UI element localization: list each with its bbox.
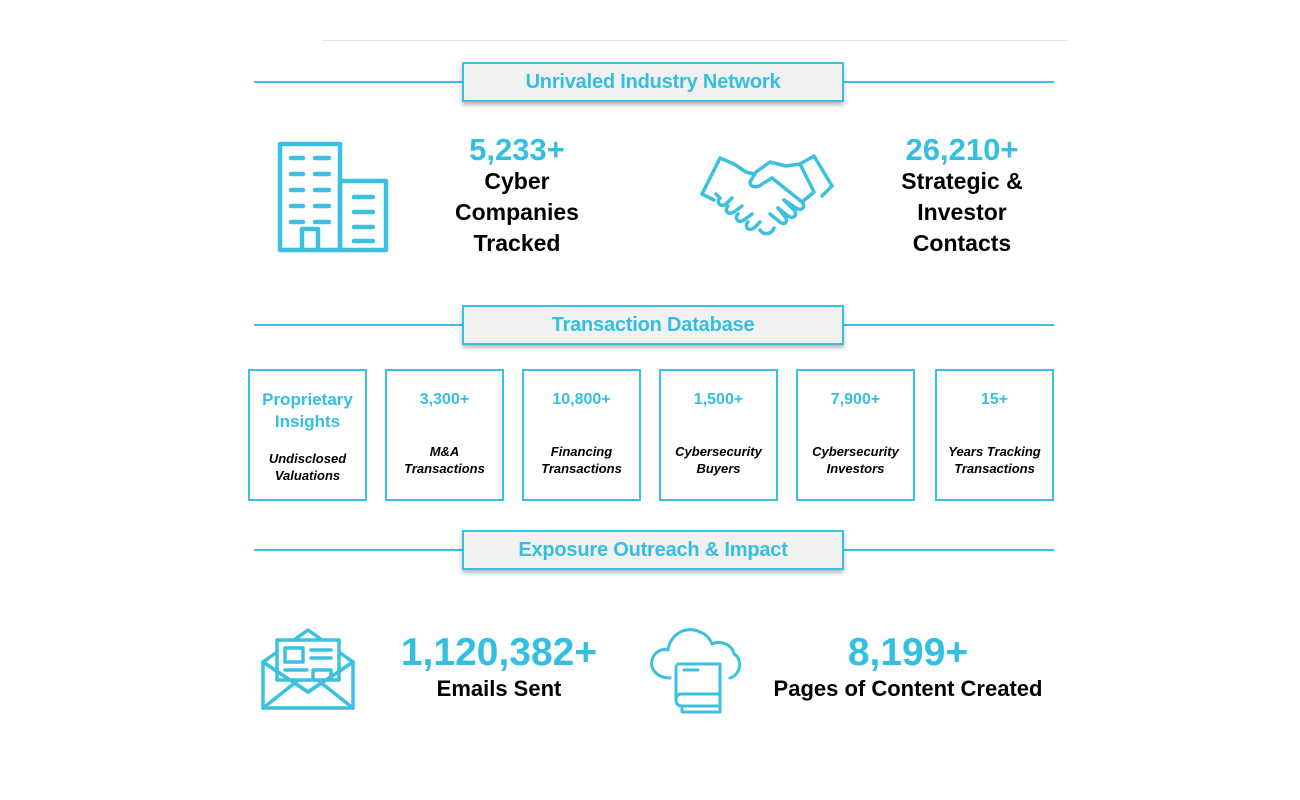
tile-ma: 3,300+ M&A Transactions [385,369,504,501]
tile-value: 3,300+ [419,391,470,408]
stat-emails-label: Emails Sent [436,676,562,701]
tile-label: M&A Transactions [404,444,485,476]
stat-pages-label: Pages of Content Created [773,676,1043,701]
building-icon [277,141,389,253]
tile-value: Proprietary Insights [262,390,353,431]
handshake-icon [698,152,836,242]
stat-companies: 5,233+ Cyber Companies Tracked [417,134,617,259]
stat-companies-value: 5,233+ [469,132,565,167]
tile-label: Years Tracking Transactions [948,444,1041,476]
cloud-book-icon [648,620,744,716]
tile-investors: 7,900+ Cybersecurity Investors [796,369,915,501]
stat-pages-value: 8,199+ [847,631,969,674]
tile-years: 15+ Years Tracking Transactions [935,369,1054,501]
stat-emails: 1,120,382+ Emails Sent [384,632,614,704]
tile-value: 1,500+ [693,391,744,408]
tile-label: Cybersecurity Investors [812,444,899,476]
stat-emails-value: 1,120,382+ [400,631,598,674]
stat-pages: 8,199+ Pages of Content Created [752,632,1064,704]
section-title-impact: Exposure Outreach & Impact [462,530,844,570]
tile-buyers: 1,500+ Cybersecurity Buyers [659,369,778,501]
section-title-network: Unrivaled Industry Network [462,62,844,102]
top-divider [322,40,1068,41]
tile-label: Financing Transactions [541,444,622,476]
tile-proprietary: Proprietary Insights Undisclosed Valuati… [248,369,367,501]
section-title-database: Transaction Database [462,305,844,345]
stat-contacts-label: Strategic & Investor Contacts [901,168,1023,256]
tile-value: 15+ [980,391,1009,408]
stat-companies-label: Cyber Companies Tracked [455,168,579,256]
database-tiles: Proprietary Insights Undisclosed Valuati… [248,369,1056,501]
tile-financing: 10,800+ Financing Transactions [522,369,641,501]
tile-label: Undisclosed Valuations [268,451,347,483]
stat-contacts: 26,210+ Strategic & Investor Contacts [862,134,1062,259]
tile-value: 7,900+ [830,391,881,408]
tile-label: Cybersecurity Buyers [675,444,762,476]
stat-contacts-value: 26,210+ [905,132,1019,167]
email-newsletter-icon [261,626,355,710]
tile-value: 10,800+ [552,391,611,408]
